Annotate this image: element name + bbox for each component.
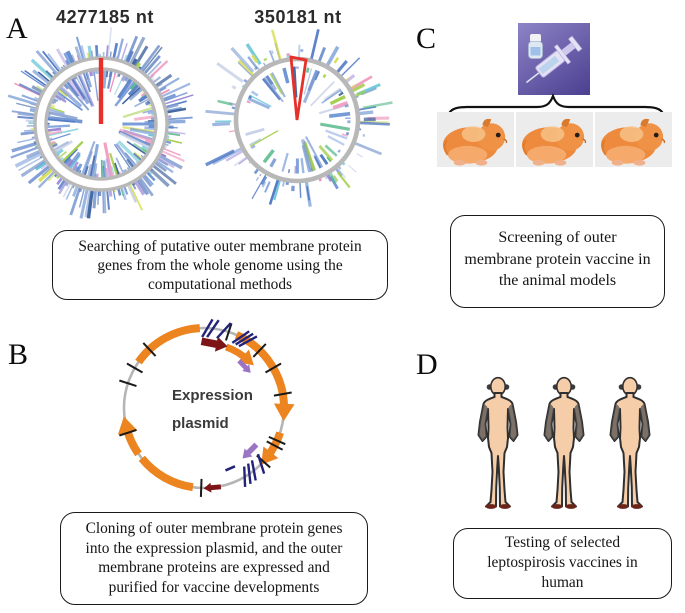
genome-atlas-replicon-plot [205, 28, 393, 207]
expression-plasmid-map [117, 318, 295, 497]
caption-a-line: genes from the whole genome using the [97, 257, 343, 274]
panel-b-label: B [8, 338, 29, 371]
human-figure-1 [476, 376, 520, 512]
panel-d-label: D [416, 348, 438, 381]
caption-box-c: Screening of outer membrane protein vacc… [450, 215, 665, 308]
vaccine-syringe-image [518, 23, 590, 95]
hamster-icon [516, 112, 593, 167]
caption-c-line: Screening of outer [498, 229, 617, 246]
caption-a-line: computational methods [147, 276, 293, 293]
human-figure-3 [608, 376, 652, 512]
plasmid-label-line1: Expression [172, 387, 253, 404]
hamster-icon [595, 112, 672, 167]
caption-c-line: the animal models [498, 272, 617, 289]
vaccine-vial-icon [528, 34, 543, 59]
panel-c-label: C [416, 22, 437, 55]
genome-size-label-small: 350181 nt [254, 7, 342, 27]
plasmid-label-line2: plasmid [172, 415, 229, 432]
caption-c-line: membrane protein vaccine in [464, 250, 651, 268]
caption-b-line: purified for vaccine developments [108, 578, 320, 596]
genome-atlas-chromosome-plot [7, 27, 194, 219]
caption-b-line: membrane proteins are expressed and [98, 559, 330, 576]
caption-b-line: Cloning of outer membrane protein genes [85, 520, 343, 537]
caption-box-a: Searching of putative outer membrane pro… [52, 230, 388, 300]
genome-size-label-large: 4277185 nt [55, 7, 155, 27]
syringe-icon [525, 34, 583, 84]
caption-d-line: leptospirosis vaccines in [487, 554, 638, 571]
caption-a-line: Searching of putative outer membrane pro… [78, 238, 362, 255]
panel-a-label: A [6, 12, 28, 45]
hamster-image-3 [595, 112, 672, 167]
human-figure-2 [542, 376, 586, 512]
caption-b-line: into the expression plasmid, and the out… [85, 539, 343, 557]
caption-box-b: Cloning of outer membrane protein genes … [60, 512, 368, 605]
hamster-icon [437, 112, 514, 167]
hamster-image-2 [516, 112, 593, 167]
caption-d-line: human [541, 574, 584, 591]
caption-box-d: Testing of selected leptospirosis vaccin… [453, 528, 672, 599]
brace-connector [445, 92, 667, 126]
caption-d-line: Testing of selected [504, 534, 621, 551]
hamster-image-1 [437, 112, 514, 167]
